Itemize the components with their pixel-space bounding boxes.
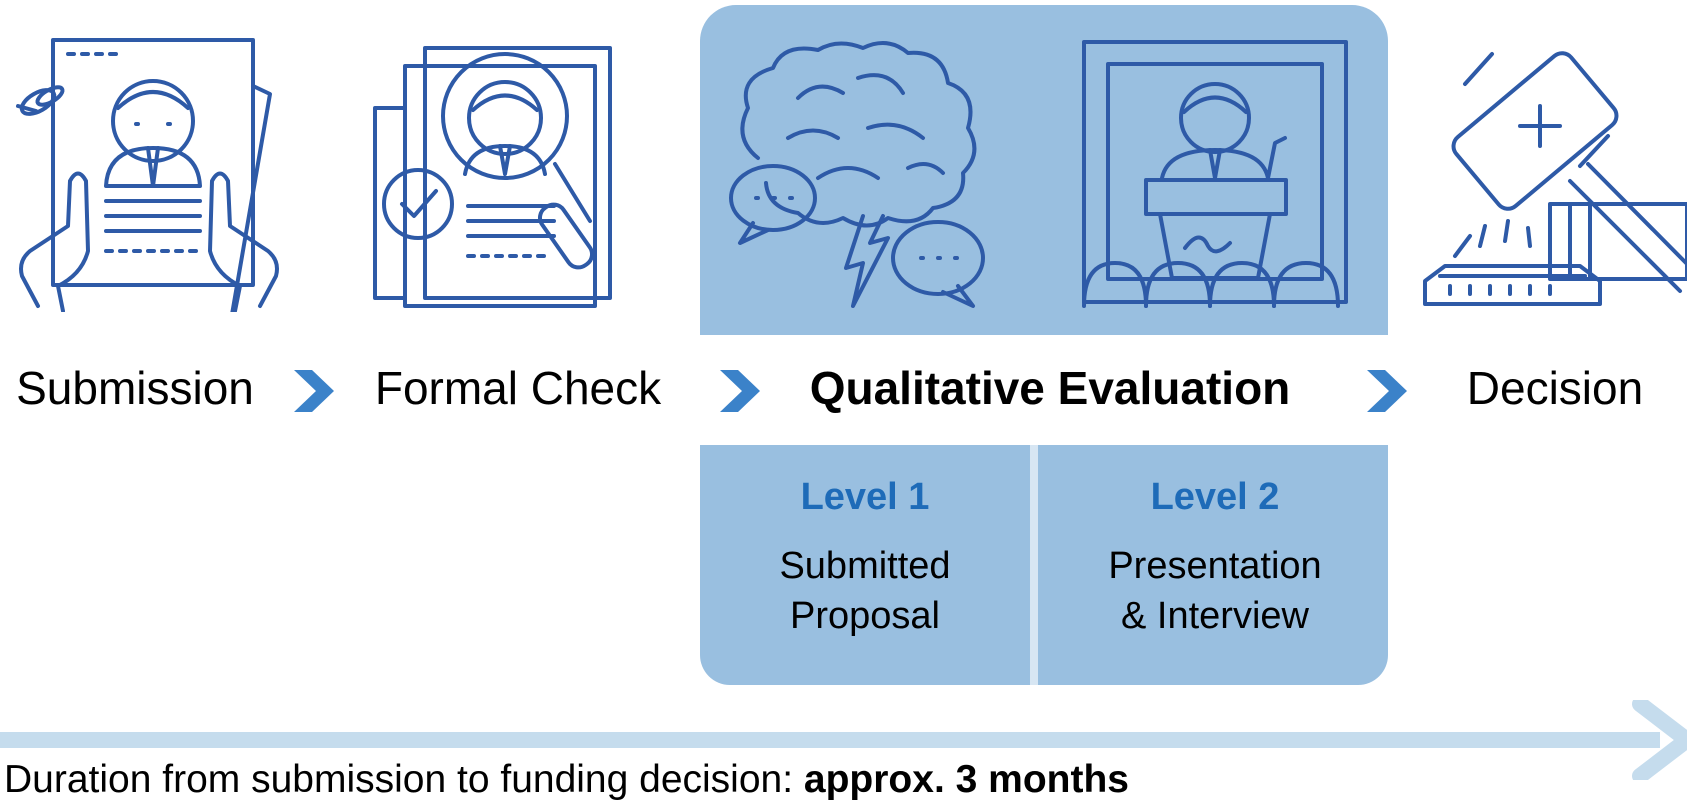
level-2-desc-line2: & Interview (1121, 595, 1309, 637)
chevron-right-icon (1367, 370, 1407, 412)
step-label-decision: Decision (1466, 362, 1644, 414)
level-1-title: Level 1 (800, 476, 930, 518)
document-magnifier-check-icon (370, 36, 635, 312)
timeline-arrow (0, 700, 1687, 780)
level-divider (1030, 445, 1038, 685)
duration-text: Duration from submission to funding deci… (4, 756, 1129, 804)
presenter-podium-icon (1080, 38, 1350, 310)
chevron-right-icon (294, 370, 334, 412)
level-2-column: Level 2 Presentation & Interview (1050, 445, 1380, 641)
step-label-qualitative-evaluation: Qualitative Evaluation (809, 362, 1291, 414)
step-label-formal-check: Formal Check (374, 362, 662, 414)
duration-value: approx. 3 months (803, 758, 1129, 801)
brain-discussion-icon (728, 38, 1000, 310)
level-2-desc-line1: Presentation (1108, 545, 1322, 587)
level-1-column: Level 1 Submitted Proposal (700, 445, 1030, 641)
step-label-submission: Submission (16, 362, 254, 414)
level-1-desc-line1: Submitted (779, 545, 951, 587)
level-2-title: Level 2 (1150, 476, 1280, 518)
duration-label: Duration from submission to funding deci… (4, 758, 794, 801)
resume-in-hands-icon (8, 36, 283, 312)
chevron-right-icon (720, 370, 760, 412)
level-1-desc-line2: Proposal (790, 595, 940, 637)
evaluation-levels-panel: Level 1 Submitted Proposal Level 2 Prese… (700, 445, 1388, 685)
level-2-description: Presentation & Interview (1050, 541, 1380, 641)
gavel-icon (1420, 36, 1687, 312)
level-1-description: Submitted Proposal (700, 541, 1030, 641)
